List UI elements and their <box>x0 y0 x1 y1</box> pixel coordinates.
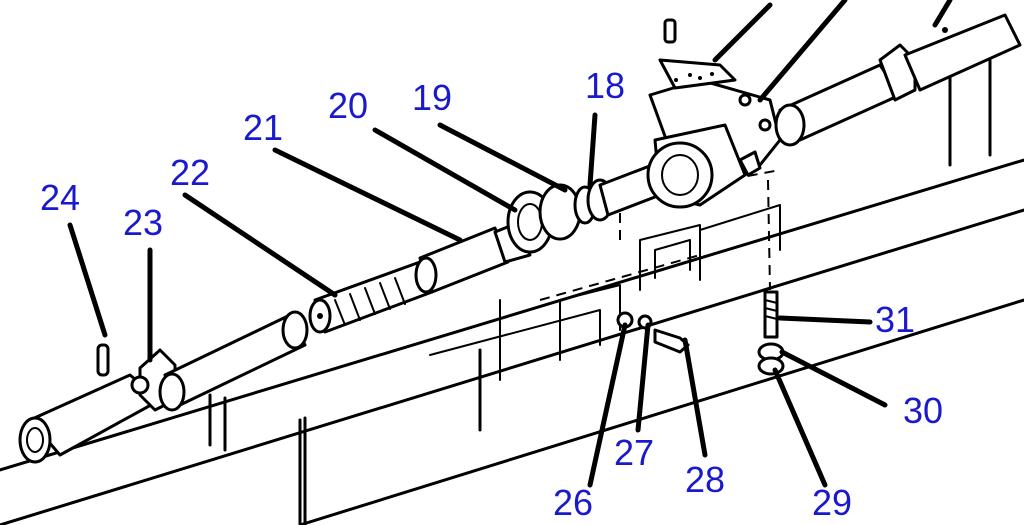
callout-26: 26 <box>553 482 593 523</box>
callout-20: 20 <box>328 85 368 126</box>
center-shaft-assembly <box>308 160 670 334</box>
callout-22: 22 <box>170 152 210 193</box>
callout-27: 27 <box>614 432 654 473</box>
callout-19: 19 <box>412 77 452 118</box>
callout-30: 30 <box>903 390 943 431</box>
left-shaft-assembly <box>18 310 309 464</box>
callout-24: 24 <box>40 177 80 218</box>
leader-lines <box>67 0 953 488</box>
fasteners <box>616 179 785 376</box>
callout-21: 21 <box>243 107 283 148</box>
right-shaft-assembly <box>774 13 1022 147</box>
callout-18: 18 <box>585 65 625 106</box>
callout-23: 23 <box>123 202 163 243</box>
callout-labels: 18 19 20 21 22 23 24 26 27 28 29 30 31 <box>40 65 943 523</box>
callout-29: 29 <box>812 482 852 523</box>
frame-beam <box>0 58 1024 525</box>
callout-31: 31 <box>875 299 915 340</box>
callout-28: 28 <box>685 459 725 500</box>
gearbox-housing <box>646 18 782 209</box>
